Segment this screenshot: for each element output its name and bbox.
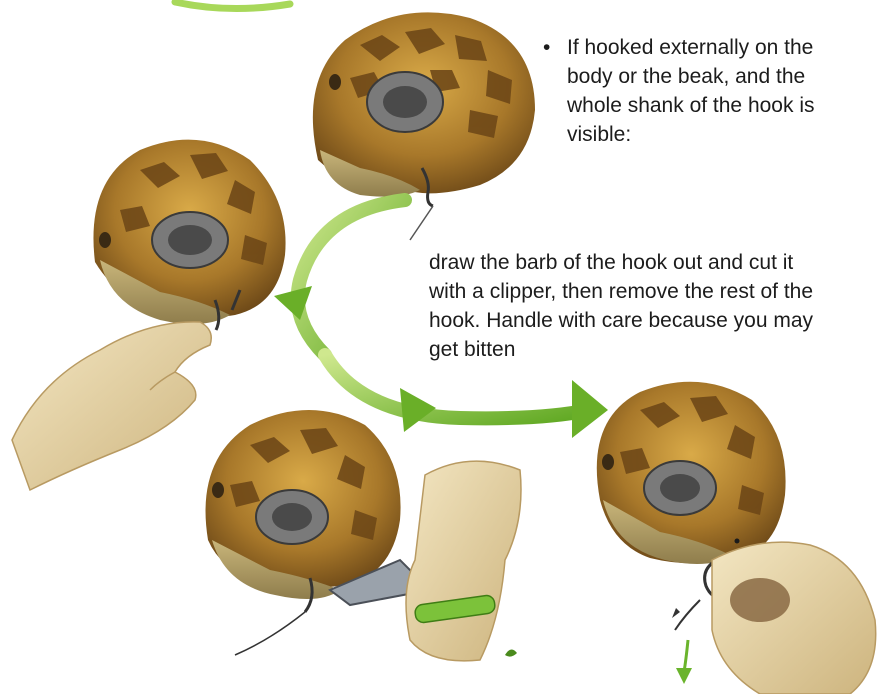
instruction-line: with a clipper, then remove the rest of … bbox=[429, 277, 890, 306]
hand-removing-hook-shank bbox=[597, 382, 876, 694]
clipper-cutting-barb bbox=[206, 410, 521, 661]
arrow-fragment-top bbox=[175, 2, 290, 9]
instruction-text: draw the barb of the hook out and cut it… bbox=[429, 248, 890, 364]
turtle-head-hooked-beak bbox=[313, 12, 535, 240]
step-intro-body: If hooked externally on the body or the … bbox=[567, 33, 873, 149]
step-intro-line: whole shank of the hook is bbox=[567, 91, 873, 120]
bullet-icon: • bbox=[543, 33, 563, 62]
instruction-line: get bitten bbox=[429, 335, 890, 364]
instruction-line: hook. Handle with care because you may bbox=[429, 306, 890, 335]
arrow-to-step-three bbox=[325, 355, 608, 438]
arrow-to-step-two bbox=[274, 200, 405, 355]
instruction-line: draw the barb of the hook out and cut it bbox=[429, 248, 890, 277]
step-intro-line: visible: bbox=[567, 120, 873, 149]
step-intro-line: body or the beak, and the bbox=[567, 62, 873, 91]
step-intro-line: If hooked externally on the bbox=[567, 33, 873, 62]
